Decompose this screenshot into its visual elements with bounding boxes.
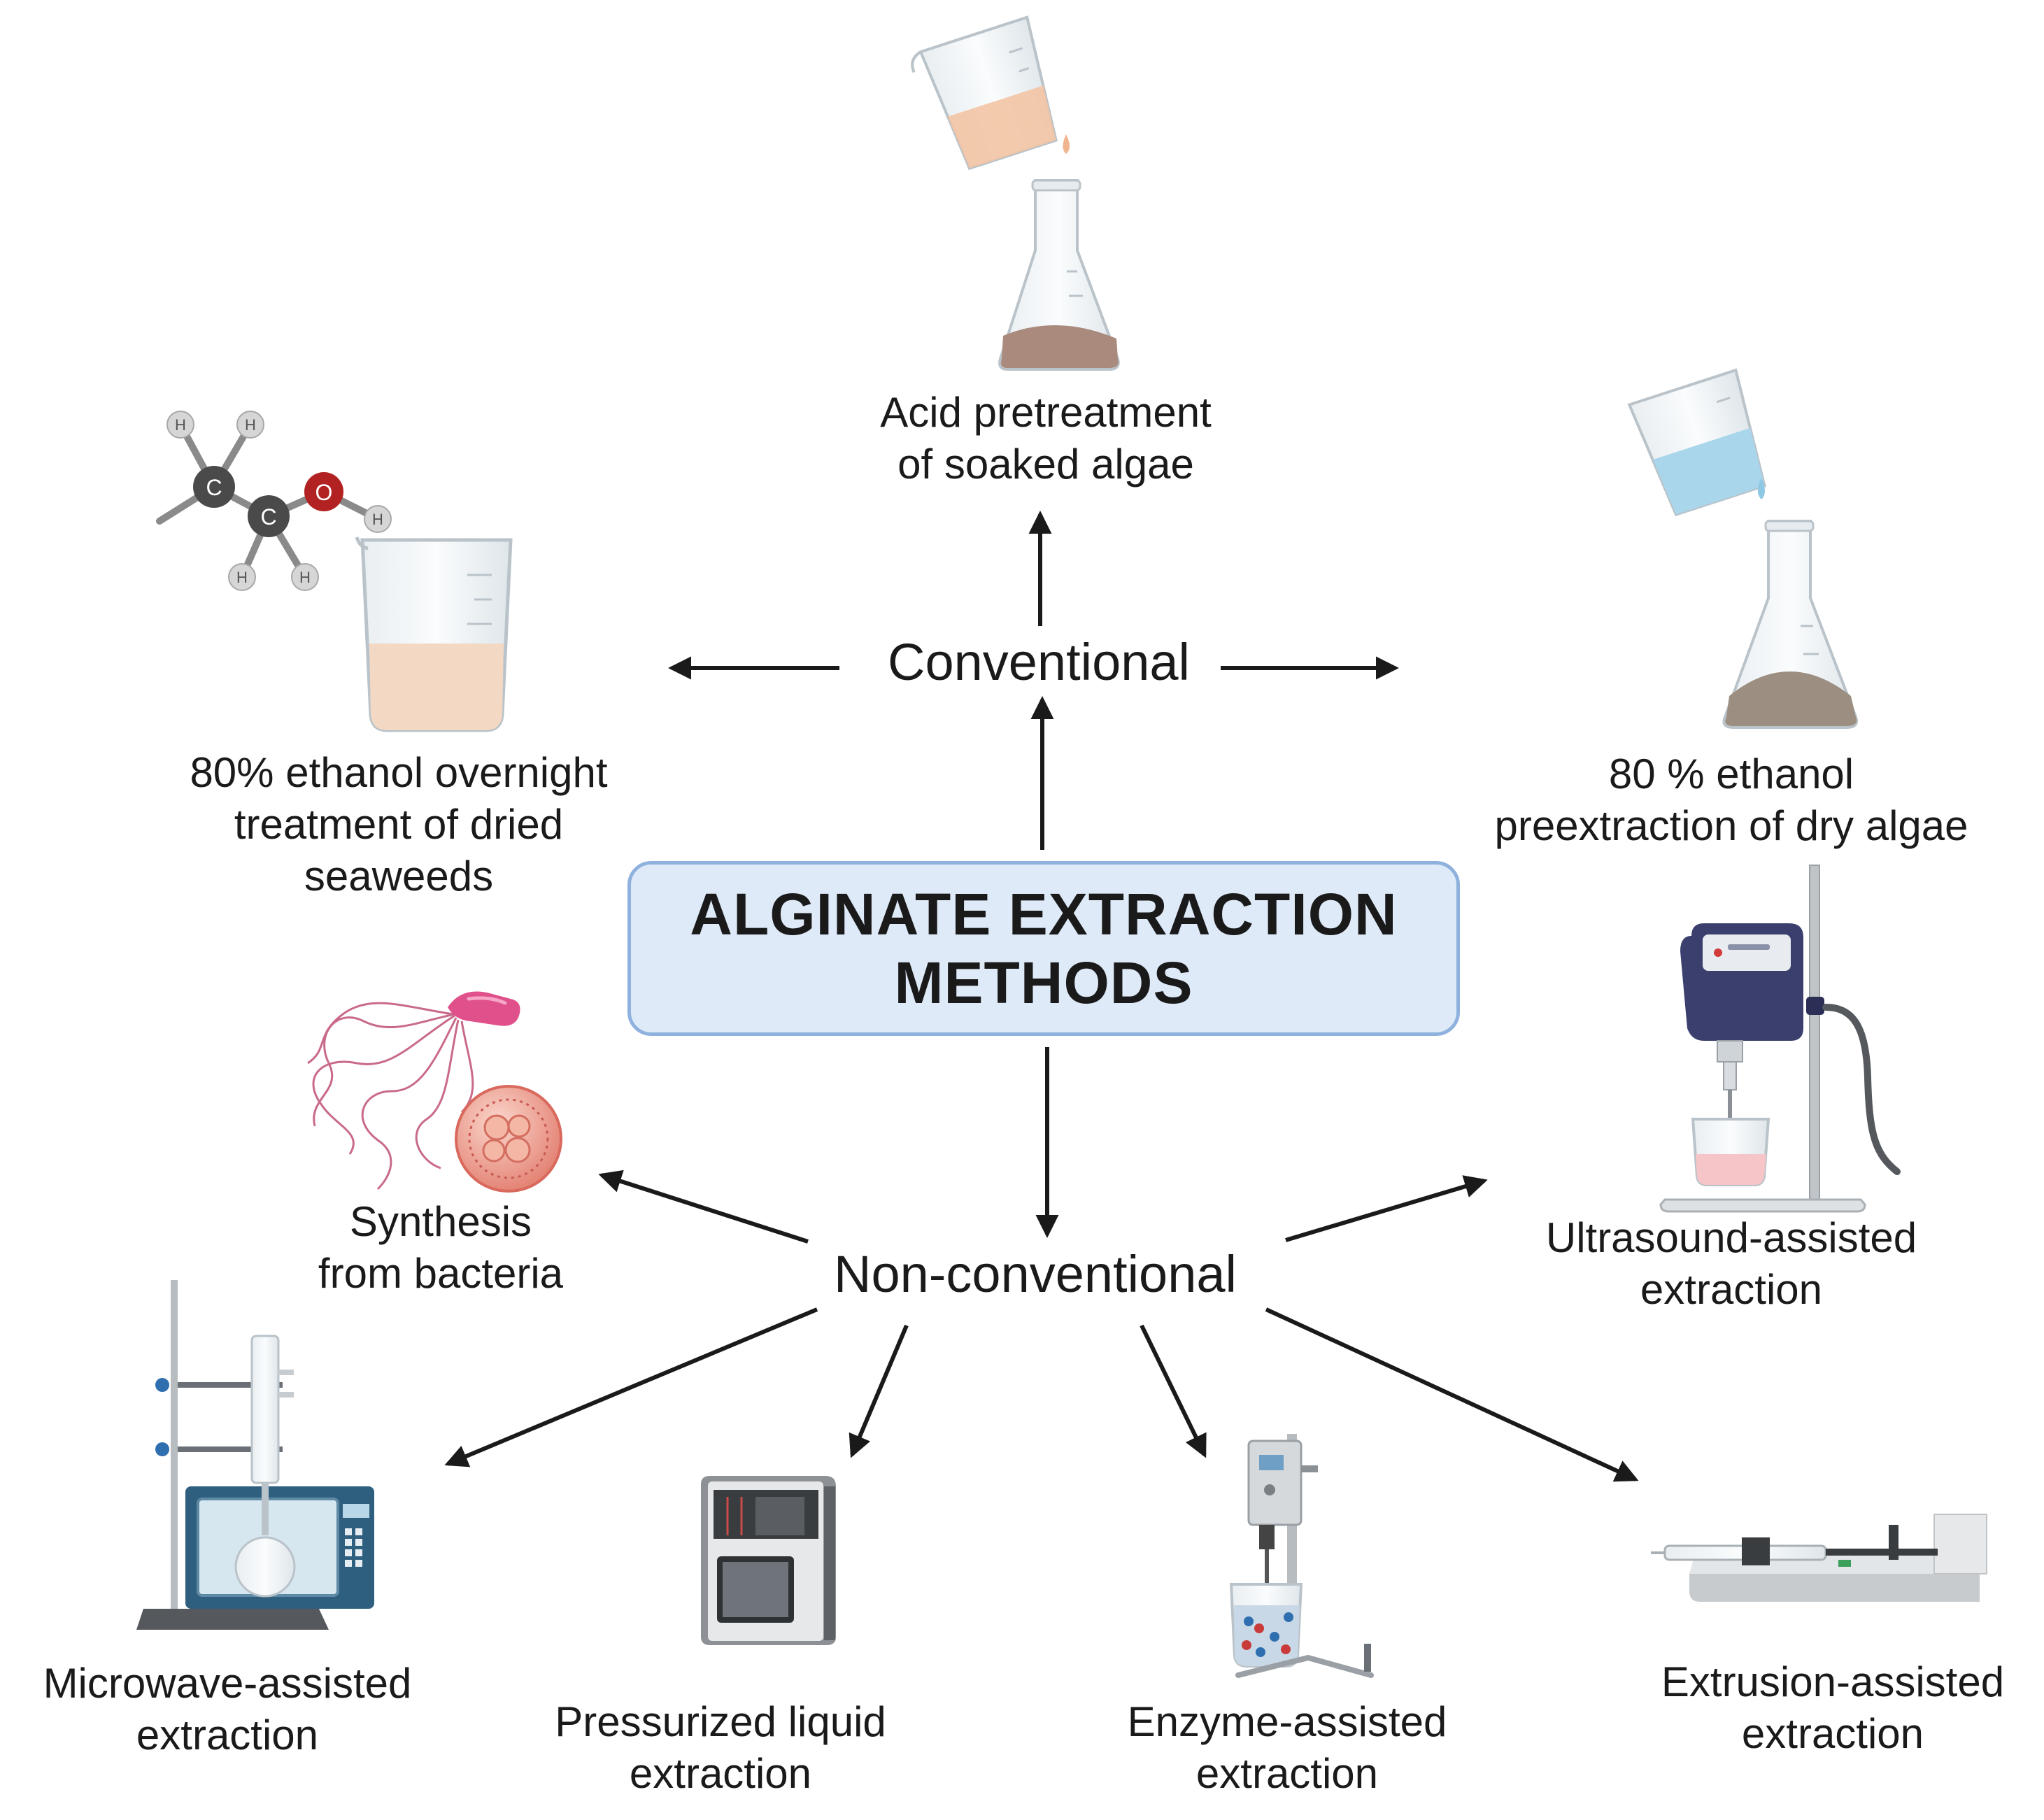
arrow-to-ultrasound <box>1285 1175 1488 1242</box>
microwave-line-2: extraction <box>136 1712 319 1758</box>
ethanol-overnight-label: 80% ethanol overnight treatment of dried… <box>133 747 665 902</box>
pressurized-liquid-label: Pressurized liquid extraction <box>518 1696 923 1800</box>
title-line-1: ALGINATE EXTRACTION <box>690 881 1398 947</box>
ethanol-overnight-line-3: seaweeds <box>304 853 494 900</box>
ethanol-preextraction-line-1: 80 % ethanol <box>1608 751 1854 797</box>
title-line-2: METHODS <box>894 950 1193 1016</box>
pressurized-line-1: Pressurized liquid <box>555 1698 886 1745</box>
ultrasound-line-2: extraction <box>1640 1266 1823 1313</box>
drop-orange <box>1063 134 1070 154</box>
atom-h-4: H <box>299 569 311 586</box>
erlenmeyer-flask-icon <box>1722 520 1859 729</box>
erlenmeyer-flask-icon <box>998 179 1120 371</box>
conventional-label-text: Conventional <box>888 633 1190 691</box>
pouring-beaker-icon <box>911 15 1058 171</box>
overhead-stirrer-icon <box>1229 1434 1374 1678</box>
bacteria-synthesis-label: Synthesis from bacteria <box>266 1196 616 1300</box>
microwave-reflux-icon <box>136 1280 374 1630</box>
microwave-line-1: Microwave-assisted <box>43 1660 412 1707</box>
enzyme-assisted-label: Enzyme-assisted extraction <box>1091 1696 1483 1800</box>
acid-line-2: of soaked algae <box>897 441 1194 488</box>
arrow-to-extrusion <box>1265 1307 1639 1482</box>
arrows <box>444 511 1639 1482</box>
bacteria-icon <box>307 991 520 1190</box>
ultrasound-line-1: Ultrasound-assisted <box>1545 1214 1917 1261</box>
title-box: ALGINATE EXTRACTION METHODS <box>627 861 1460 1036</box>
atom-h-2: H <box>245 416 256 434</box>
ethanol-preextraction-label: 80 % ethanol preextraction of dry algae <box>1455 748 2008 852</box>
conventional-label: Conventional <box>832 633 1245 692</box>
non-conventional-label-text: Non-conventional <box>834 1245 1237 1303</box>
extrusion-line-1: Extrusion-assisted <box>1661 1658 2005 1705</box>
bacteria-line-2: from bacteria <box>318 1250 564 1297</box>
syringe-pump-extruder-icon <box>1651 1514 1987 1602</box>
bacteria-line-1: Synthesis <box>349 1198 532 1245</box>
atom-h-3: H <box>236 569 248 586</box>
arrow-to-microwave <box>444 1307 818 1467</box>
arrow-to-pressurized <box>849 1324 909 1458</box>
ethanol-molecule-icon: C C O H H H H H <box>156 411 392 591</box>
atom-h-5: H <box>372 511 383 528</box>
pressurized-extractor-icon <box>701 1476 836 1645</box>
beaker-icon <box>355 536 513 732</box>
extrusion-line-2: extraction <box>1741 1710 1924 1757</box>
ultrasonic-homogenizer-icon <box>1659 865 1901 1213</box>
atom-h-1: H <box>175 416 186 434</box>
acid-pretreatment-label: Acid pretreatment of soaked algae <box>804 387 1287 490</box>
ultrasound-assisted-label: Ultrasound-assisted extraction <box>1504 1212 1959 1316</box>
enzyme-line-2: extraction <box>1195 1750 1379 1797</box>
arrow-to-enzyme <box>1140 1324 1207 1458</box>
microwave-assisted-label: Microwave-assisted extraction <box>10 1658 444 1761</box>
atom-c-1: C <box>206 475 222 500</box>
extrusion-assisted-label: Extrusion-assisted extraction <box>1630 1656 2036 1760</box>
non-conventional-label: Non-conventional <box>797 1245 1273 1304</box>
cell-icon <box>455 1085 562 1193</box>
drop-blue <box>1758 478 1765 499</box>
atom-c-2: C <box>260 504 276 529</box>
pressurized-line-2: extraction <box>629 1750 812 1797</box>
enzyme-line-1: Enzyme-assisted <box>1127 1698 1447 1745</box>
pouring-beaker-blue-icon <box>1627 368 1766 517</box>
arrow-to-bacteria <box>598 1170 809 1244</box>
ethanol-preextraction-line-2: preextraction of dry algae <box>1494 802 1968 849</box>
atom-o: O <box>315 480 333 505</box>
acid-line-1: Acid pretreatment <box>880 389 1212 436</box>
ethanol-overnight-line-2: treatment of dried <box>234 801 564 848</box>
ethanol-overnight-line-1: 80% ethanol overnight <box>190 749 608 796</box>
